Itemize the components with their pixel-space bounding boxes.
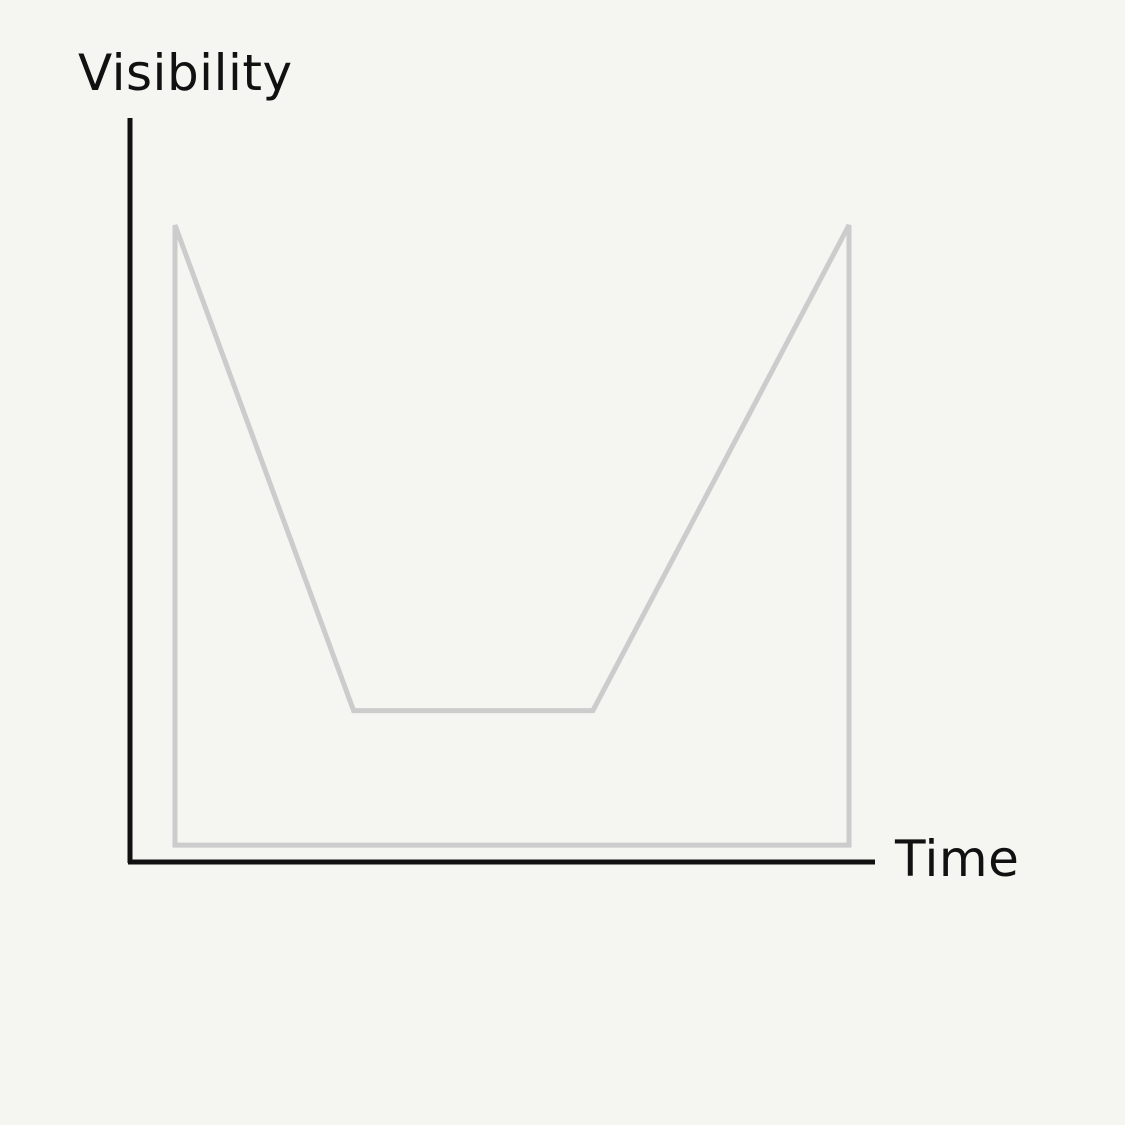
y-axis-label: Visibility: [78, 44, 293, 102]
x-axis-label: Time: [895, 830, 1020, 888]
series-layer: [172, 223, 852, 848]
series-area-outline: [172, 223, 852, 848]
